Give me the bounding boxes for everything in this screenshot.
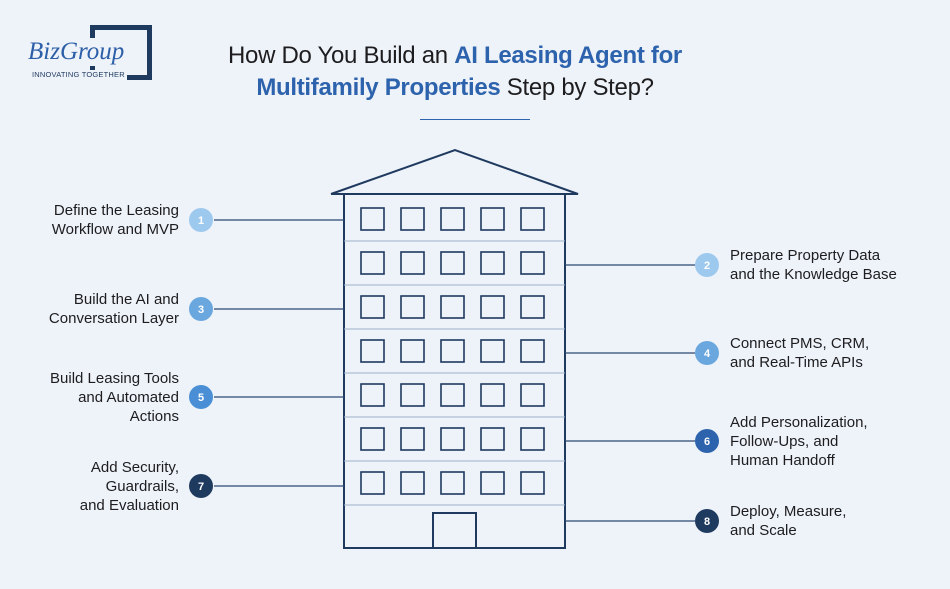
building-window	[520, 295, 545, 319]
step-label-line: Build Leasing Tools	[50, 369, 179, 387]
title-line1-pre: How Do You Build an	[228, 42, 455, 69]
step-label-line: Actions	[129, 407, 179, 425]
step-label-line: Define the Leasing	[53, 202, 179, 219]
step-label-line: Add Security,	[90, 458, 179, 476]
step-badge-4	[695, 341, 719, 365]
logo-tagline: INNOVATING TOGETHER	[30, 70, 127, 80]
step-badge-6	[695, 429, 719, 453]
step-label-line: Workflow and MVP	[51, 221, 179, 238]
building-window	[480, 251, 505, 275]
step-label-line: Build the AI and	[73, 291, 179, 308]
building-window	[520, 339, 545, 363]
step-label-2: Prepare Property Data and the Knowledge B…	[730, 246, 950, 284]
step-label-line: Connect PMS, CRM,	[730, 335, 870, 352]
building-window	[360, 251, 385, 275]
building-window	[400, 471, 425, 495]
step-number-8: 8	[704, 516, 710, 528]
building-window	[360, 471, 385, 495]
building-window	[480, 471, 505, 495]
building-window	[440, 251, 465, 275]
building-window	[400, 251, 425, 275]
logo-wordmark: BizGroup	[26, 38, 127, 66]
building-window	[440, 427, 465, 451]
step-label-8: Deploy, Measure, and Scale	[730, 502, 950, 540]
step-number-7: 7	[198, 481, 204, 493]
building-window	[400, 339, 425, 363]
step-label-4: Connect PMS, CRM, and Real-Time APIs	[730, 334, 950, 372]
step-badge-3	[189, 297, 213, 321]
step-label-line: and Automated	[78, 388, 179, 406]
step-badge-5	[189, 385, 213, 409]
step-label-line: and Evaluation	[79, 496, 179, 514]
step-label-line: Deploy, Measure,	[730, 503, 847, 520]
building-window	[480, 427, 505, 451]
building-window	[360, 207, 385, 231]
step-label-line: Guardrails,	[105, 477, 179, 495]
page-title: How Do You Build an AI Leasing Agent for…	[220, 40, 690, 104]
building-window	[440, 207, 465, 231]
building-window	[400, 207, 425, 231]
step-number-2: 2	[704, 260, 710, 272]
step-badge-1	[189, 208, 213, 232]
step-label-7: Add Security,Guardrails,and Evaluation	[0, 458, 179, 515]
building-window	[440, 471, 465, 495]
building-window	[360, 427, 385, 451]
step-number-6: 6	[704, 436, 710, 448]
building-window	[400, 427, 425, 451]
step-number-3: 3	[198, 304, 204, 316]
step-badge-2	[695, 253, 719, 277]
step-label-line: and the Knowledge Base	[730, 266, 897, 283]
step-label-line: Prepare Property Data	[730, 247, 881, 264]
building-door	[432, 512, 477, 549]
building-roof	[330, 148, 579, 195]
building-window	[520, 471, 545, 495]
building-window	[360, 339, 385, 363]
step-number-1: 1	[198, 215, 204, 227]
step-number-5: 5	[198, 392, 204, 404]
building-window	[480, 207, 505, 231]
building-window	[480, 383, 505, 407]
building-window	[520, 383, 545, 407]
title-line2-highlight: Multifamily Properties	[256, 74, 501, 101]
building-window	[480, 339, 505, 363]
building-window	[400, 383, 425, 407]
title-underline	[420, 119, 530, 120]
step-label-line: Add Personalization,	[730, 413, 868, 431]
building-window	[360, 295, 385, 319]
building-window	[400, 295, 425, 319]
building-window	[480, 295, 505, 319]
step-label-line: and Real-Time APIs	[730, 354, 863, 371]
building-window	[520, 251, 545, 275]
title-line2-post: Step by Step?	[500, 74, 654, 101]
building-body	[343, 193, 566, 549]
step-number-4: 4	[704, 348, 711, 360]
building-window	[440, 295, 465, 319]
building-window	[440, 383, 465, 407]
building-window	[440, 339, 465, 363]
step-badge-8	[695, 509, 719, 533]
step-label-line: Human Handoff	[730, 451, 835, 469]
building-window	[360, 383, 385, 407]
step-badge-7	[189, 474, 213, 498]
building-window	[520, 207, 545, 231]
step-label-line: Follow-Ups, and	[730, 432, 839, 450]
step-label-line: and Scale	[730, 522, 797, 539]
building-window	[520, 427, 545, 451]
title-line1-highlight: AI Leasing Agent for	[454, 42, 682, 69]
step-label-line: Conversation Layer	[48, 310, 179, 327]
